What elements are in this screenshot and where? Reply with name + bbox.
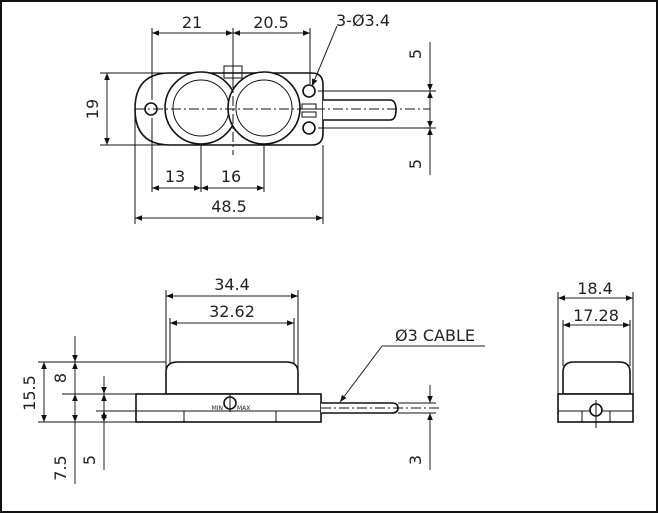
- mounting-hole-top-right: [302, 84, 316, 98]
- dim-top-inner: 32.62: [209, 302, 255, 321]
- dim-side-inner: 17.28: [573, 306, 619, 325]
- dim-hole-to-lens: 13: [165, 167, 185, 186]
- dim-cable-height: 3: [406, 455, 425, 465]
- front-view: MIN MAX 34.4 32.62 Ø3 CABLE 15.5 8: [20, 275, 485, 484]
- knob-min-label: MIN: [212, 405, 223, 412]
- dim-cable: Ø3 CABLE: [395, 326, 475, 345]
- lens-left: [164, 71, 238, 145]
- dim-height: 19: [83, 99, 102, 119]
- dim-top-outer: 34.4: [214, 275, 250, 294]
- dim-left-width: 21: [182, 13, 202, 32]
- mounting-hole-bottom-right: [302, 121, 316, 135]
- sensor-cover: [165, 361, 299, 395]
- side-cover: [562, 361, 631, 395]
- dim-total-height: 15.5: [20, 375, 39, 411]
- cable-top-view: [323, 99, 397, 121]
- lens-right: [227, 71, 301, 145]
- dim-base-inner: 5: [80, 455, 99, 465]
- dim-hole-spacing-bottom: 5: [406, 159, 425, 169]
- dim-overall-length: 48.5: [211, 197, 247, 216]
- knob-max-label: MAX: [237, 405, 250, 412]
- dim-right-width: 20.5: [253, 13, 289, 32]
- dim-cover-height: 8: [51, 373, 70, 383]
- dim-hole-spacing-top: 5: [406, 49, 425, 59]
- dim-holes: 3-Ø3.4: [336, 11, 390, 30]
- top-view: 21 20.5 3-Ø3.4 19 5 5 13 16 48.5: [83, 11, 436, 224]
- side-view: 18.4 17.28: [557, 279, 634, 428]
- dim-lens-pitch: 16: [221, 167, 241, 186]
- dim-base-height: 7.5: [51, 455, 70, 480]
- dim-side-outer: 18.4: [577, 279, 613, 298]
